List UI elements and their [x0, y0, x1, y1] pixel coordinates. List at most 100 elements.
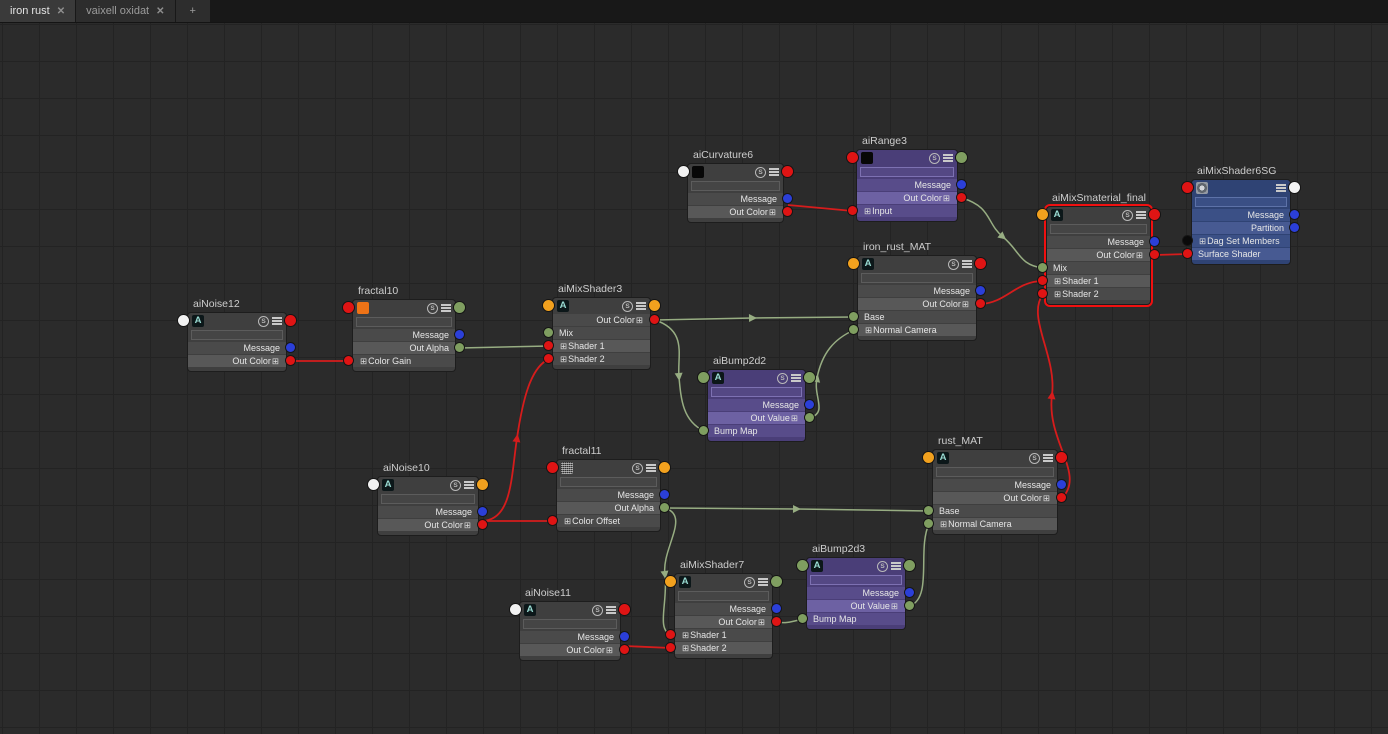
port-row-message[interactable]: Message [557, 489, 669, 501]
menu-icon[interactable] [962, 260, 972, 268]
header-input-port-dot[interactable] [848, 258, 859, 269]
header-output-port-dot[interactable] [619, 604, 630, 615]
header-output-port-dot[interactable] [1289, 182, 1300, 193]
port-dot-shader-1[interactable] [1038, 276, 1047, 285]
tab-vaixell-oxidat[interactable]: vaixell oxidat✕ [76, 0, 175, 22]
swatch-toggle-icon[interactable]: S [877, 560, 888, 572]
menu-icon[interactable] [606, 606, 616, 614]
port-dot-normal-camera[interactable] [924, 519, 933, 528]
expand-icon[interactable]: ⊞ [271, 356, 279, 366]
port-dot-message[interactable] [905, 588, 914, 597]
port-dot-normal-camera[interactable] [849, 325, 858, 334]
menu-icon[interactable] [1136, 211, 1146, 219]
swatch-toggle-icon[interactable]: S [592, 604, 603, 616]
swatch-toggle-icon[interactable]: S [744, 576, 755, 588]
port-row-shader-2[interactable]: ⊞Shader 2 [1038, 288, 1150, 300]
node-name-field[interactable] [691, 181, 780, 191]
node-name-field[interactable] [381, 494, 475, 504]
tab-close-icon[interactable]: ✕ [156, 5, 165, 17]
port-row-out-color[interactable]: Out Color⊞ [378, 519, 487, 531]
port-dot-message[interactable] [660, 490, 669, 499]
port-dot-message[interactable] [1057, 480, 1066, 489]
node-name-field[interactable] [861, 273, 973, 283]
header-input-port-dot[interactable] [1037, 209, 1048, 220]
node-name-field[interactable] [678, 591, 769, 601]
tab-iron-rust[interactable]: iron rust✕ [0, 0, 76, 22]
port-row-message[interactable]: Message [675, 603, 781, 615]
port-dot-shader-1[interactable] [666, 630, 675, 639]
expand-icon[interactable]: ⊞ [1054, 276, 1062, 286]
menu-icon[interactable] [758, 578, 768, 586]
port-row-out-color[interactable]: Out Color⊞ [688, 206, 792, 218]
port-row-out-alpha[interactable]: Out Alpha [557, 502, 669, 514]
node-name-field[interactable] [191, 330, 283, 340]
header-output-port-dot[interactable] [285, 315, 296, 326]
header-output-port-dot[interactable] [975, 258, 986, 269]
port-dot-message[interactable] [286, 343, 295, 352]
wire-aiBump2d2-outvalue-to-iron_rust_MAT-normalcamera[interactable] [809, 329, 855, 419]
port-row-base[interactable]: Base [849, 311, 976, 323]
menu-icon[interactable] [1276, 184, 1286, 192]
port-row-message[interactable]: Message [708, 399, 814, 411]
wire-fractal11-outalpha-to-rust_MAT-base[interactable] [664, 504, 930, 513]
port-dot-message[interactable] [772, 604, 781, 613]
port-dot-out-value[interactable] [805, 413, 814, 422]
swatch-toggle-icon[interactable]: S [777, 372, 788, 384]
node-name-field[interactable] [711, 387, 802, 397]
node-name-field[interactable] [523, 619, 617, 629]
swatch-toggle-icon[interactable]: S [1029, 452, 1040, 464]
header-input-port-dot[interactable] [698, 372, 709, 383]
menu-icon[interactable] [891, 562, 901, 570]
port-row-message[interactable]: Message [933, 479, 1066, 491]
port-row-partition[interactable]: Partition [1192, 222, 1299, 234]
expand-icon[interactable]: ⊞ [961, 299, 969, 309]
node-header[interactable] [1182, 180, 1300, 196]
port-dot-mix[interactable] [544, 328, 553, 337]
port-dot-out-color[interactable] [1057, 493, 1066, 502]
header-output-port-dot[interactable] [771, 576, 782, 587]
expand-icon[interactable]: ⊞ [360, 356, 368, 366]
wire-aiNoise11-outcolor-to-aiMixShader7-shader2[interactable] [624, 645, 672, 649]
wire-aiMixShader3-outcolor-to-iron_rust_MAT-base[interactable] [654, 314, 855, 323]
expand-icon[interactable]: ⊞ [1042, 493, 1050, 503]
port-row-dag-set-members[interactable]: ⊞Dag Set Members [1183, 235, 1290, 247]
menu-icon[interactable] [272, 317, 282, 325]
port-dot-surface-shader[interactable] [1183, 249, 1192, 258]
node-name-field[interactable] [560, 477, 657, 487]
port-dot-out-color[interactable] [783, 207, 792, 216]
wire-aiBump2d3-outvalue-to-rust_MAT-normalcamera[interactable] [909, 523, 930, 607]
port-row-shader-1[interactable]: ⊞Shader 1 [544, 340, 650, 352]
port-dot-out-color[interactable] [650, 315, 659, 324]
port-row-message[interactable]: Message [857, 179, 966, 191]
wire-fractal10-outalpha-to-aiMixShader3-shader1[interactable] [459, 345, 550, 349]
node-name-field[interactable] [860, 167, 954, 177]
port-dot-message[interactable] [620, 632, 629, 641]
header-output-port-dot[interactable] [1056, 452, 1067, 463]
expand-icon[interactable]: ⊞ [940, 519, 948, 529]
menu-icon[interactable] [769, 168, 779, 176]
port-dot-shader-2[interactable] [1038, 289, 1047, 298]
node-header[interactable]: S [847, 150, 967, 166]
swatch-toggle-icon[interactable]: S [755, 166, 766, 178]
menu-icon[interactable] [441, 304, 451, 312]
node-header[interactable]: S [547, 460, 670, 476]
header-output-port-dot[interactable] [956, 152, 967, 163]
expand-icon[interactable]: ⊞ [635, 315, 643, 325]
header-input-port-dot[interactable] [547, 462, 558, 473]
menu-icon[interactable] [791, 374, 801, 382]
header-input-port-dot[interactable] [665, 576, 676, 587]
port-dot-color-offset[interactable] [548, 516, 557, 525]
wire-iron_rust_MAT-outcolor-to-final-shader1[interactable] [980, 280, 1044, 305]
swatch-toggle-icon[interactable]: S [258, 315, 269, 327]
